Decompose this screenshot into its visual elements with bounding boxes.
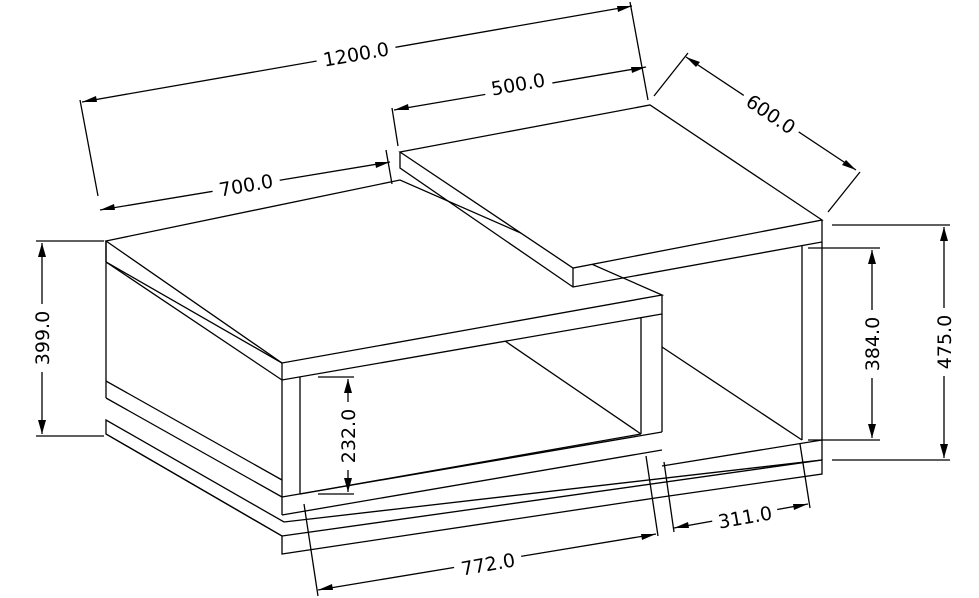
dim-label-772: 772.0 <box>459 549 516 580</box>
dim-1200-ext-left <box>79 99 99 197</box>
dim-700-ext-right <box>385 149 393 185</box>
dim-label-475: 475.0 <box>934 315 956 369</box>
dim-600-ext-bottom <box>827 171 861 213</box>
dim-232-arrow-top <box>344 379 352 393</box>
dim-label-1200: 1200.0 <box>322 38 391 71</box>
dim-700-arrow-right <box>375 162 390 168</box>
left-block-top-front <box>105 261 663 381</box>
dim-600-arrow-bottom <box>842 160 856 170</box>
right-shelf-top <box>661 439 823 467</box>
dim-500-arrow-left <box>394 104 409 110</box>
dim-700-arrow-left <box>100 204 115 210</box>
dim-label-232: 232.0 <box>338 409 360 463</box>
dim-500-ext-left <box>391 107 399 147</box>
dim-label-500: 500.0 <box>489 69 546 100</box>
dim-label-399: 399.0 <box>32 311 54 365</box>
left-block-inner-bottom <box>299 433 642 495</box>
dim-600-ext-top <box>653 52 689 97</box>
dim-311-ext-right <box>799 443 811 509</box>
dim-label-600: 600.0 <box>742 90 799 139</box>
left-block-shelf-line <box>105 261 283 364</box>
left-block-side-bottom <box>105 380 283 481</box>
dim-500-arrow-right <box>631 67 646 73</box>
dim-311-arrow-left <box>674 522 689 528</box>
dim-399-arrow-bottom <box>38 420 46 434</box>
dim-384-arrow-bottom <box>868 424 876 438</box>
dim-772-ext-right <box>645 455 659 537</box>
table-outline <box>104 104 824 555</box>
dim-384-arrow-top <box>868 250 876 264</box>
dim-772-ext-left <box>303 503 319 597</box>
dim-232-arrow-bottom <box>344 478 352 492</box>
dim-772-arrow-left <box>318 584 333 590</box>
dim-399-arrow-top <box>38 243 46 257</box>
dim-label-311: 311.0 <box>716 502 773 533</box>
left-block-bottom-shelf-bottom <box>281 449 663 516</box>
dim-1200-ext-right <box>629 1 649 101</box>
dim-600-arrow-top <box>686 57 700 67</box>
dim-label-384: 384.0 <box>862 317 884 371</box>
dim-311-arrow-right <box>793 504 808 510</box>
dim-475-arrow-bottom <box>940 444 948 458</box>
dim-1200-arrow-left <box>82 96 97 102</box>
left-block-side-bottom2 <box>105 397 283 498</box>
dim-772-arrow-right <box>641 534 656 540</box>
left-block-inner-diagonal <box>504 340 642 435</box>
right-shelf-diagonal <box>661 346 803 441</box>
base-plinth-edge <box>105 433 283 537</box>
base-plinth-front <box>281 459 823 537</box>
dim-1200-arrow-right <box>617 6 632 12</box>
dim-475-arrow-top <box>940 227 948 241</box>
dim-311-ext-left <box>663 461 675 533</box>
dim-label-700: 700.0 <box>217 170 274 201</box>
